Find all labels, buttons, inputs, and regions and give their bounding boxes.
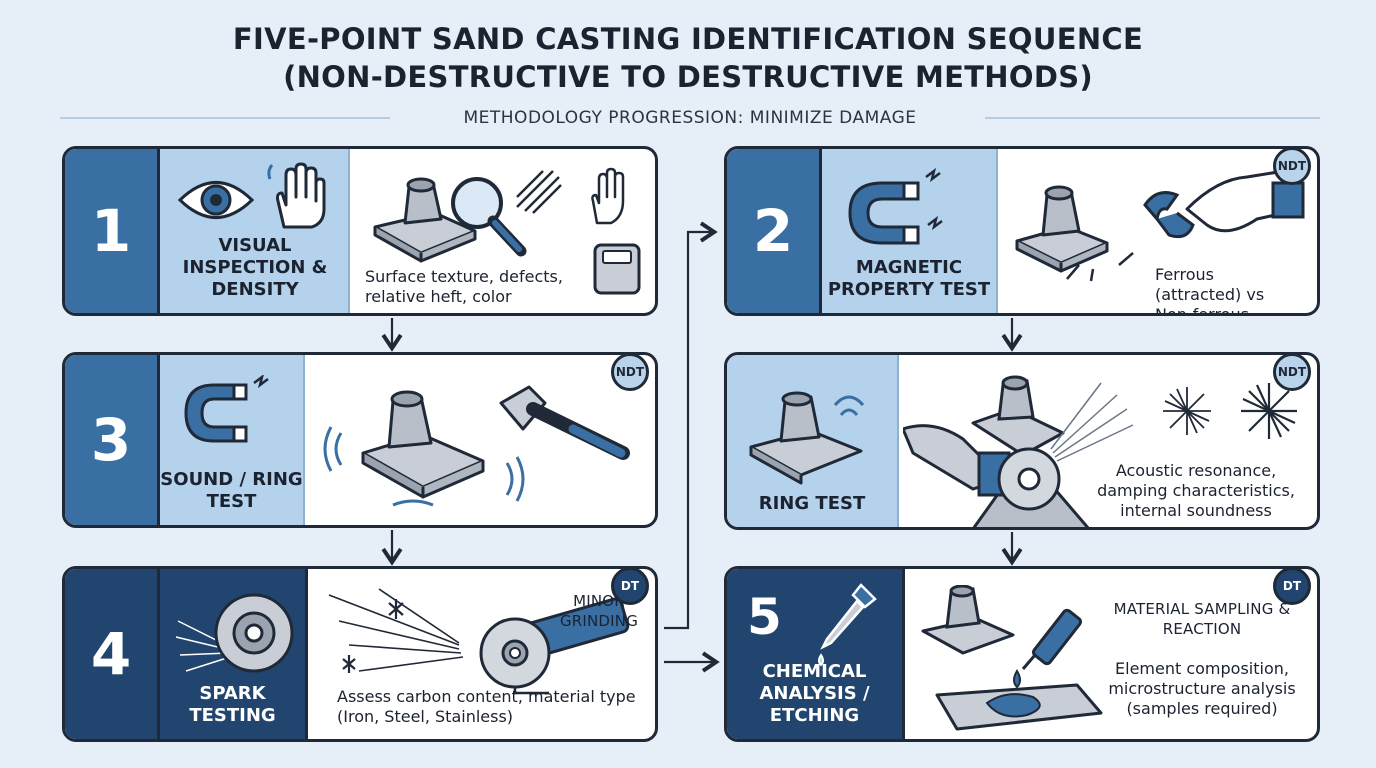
step-4-label-panel: SPARK TESTING [160, 569, 308, 739]
step-5-description: Element composition, microstructure anal… [1108, 659, 1296, 718]
dropper-icon [818, 583, 877, 667]
step-2-number: 2 [727, 149, 822, 313]
hand-icon [267, 162, 326, 229]
ring-test-label-panel: RING TEST [727, 355, 899, 527]
step-4-card: 4 SPARK TESTING MINOR GRINDING Assess ca… [62, 566, 658, 742]
step-2-card: 2 MAGNETIC PROPERTY TEST Ferrous (attrac… [724, 146, 1320, 316]
eye-icon [177, 181, 255, 219]
step-3-number: 3 [65, 355, 160, 525]
step-2-label: MAGNETIC PROPERTY TEST [827, 257, 991, 300]
step-3-badge: NDT [611, 355, 649, 391]
ring-test-label: RING TEST [758, 493, 866, 514]
step-5-card: 5 CHEMICAL ANALYSIS / ETCHING MATERIAL S… [724, 566, 1320, 742]
ring-test-badge: NDT [1273, 355, 1311, 391]
step-3-label: SOUND / RING TEST [160, 469, 303, 512]
step-5-number: 5 [747, 588, 782, 646]
step-1-description: Surface texture, defects, relative heft,… [365, 267, 563, 306]
subtitle-rule-left [60, 117, 390, 119]
title-line-1: FIVE-POINT SAND CASTING IDENTIFICATION S… [232, 22, 1144, 56]
step-3-label-panel: SOUND / RING TEST [160, 355, 305, 525]
step-2-description: Ferrous (attracted) vs Non-ferrous [1155, 265, 1265, 316]
page-title: FIVE-POINT SAND CASTING IDENTIFICATION S… [0, 20, 1376, 96]
ring-test-description: Acoustic resonance, damping characterist… [1097, 461, 1295, 520]
casting-sound-icon [749, 391, 865, 485]
step-5-note: MATERIAL SAMPLING & REACTION [1113, 600, 1291, 638]
step-2-label-panel: MAGNETIC PROPERTY TEST [822, 149, 998, 313]
spark-burst-icon [1163, 383, 1297, 439]
step-4-note: MINOR GRINDING [559, 592, 639, 630]
step-1-label: VISUAL INSPECTION & DENSITY [182, 235, 328, 300]
step-4-label: SPARK TESTING [189, 683, 276, 726]
step-5-label: CHEMICAL ANALYSIS / ETCHING [759, 661, 870, 726]
horseshoe-magnet-icon [848, 167, 943, 245]
step-4-number: 4 [65, 569, 160, 739]
step-4-badge: DT [611, 569, 649, 605]
step-5-badge: DT [1273, 569, 1311, 605]
ring-test-card: RING TEST Acoustic resonance, damping ch… [724, 352, 1320, 530]
step-5-label-panel: 5 CHEMICAL ANALYSIS / ETCHING [727, 569, 905, 739]
step-1-label-panel: VISUAL INSPECTION & DENSITY [160, 149, 350, 313]
step-3-card: 3 SOUND / RING TEST NDT [62, 352, 658, 528]
casting-hammer-icon [323, 385, 630, 507]
subtitle-row: METHODOLOGY PROGRESSION: MINIMIZE DAMAGE [60, 106, 1320, 130]
casting-magnifier-icon [373, 177, 527, 263]
grinder-casting-icon [903, 375, 1134, 527]
step-2-badge: NDT [1273, 149, 1311, 185]
step-1-card: 1 VISUAL INSPECTION & DENSITY Surface te… [62, 146, 658, 316]
subtitle-rule-right [985, 117, 1320, 119]
title-line-2: (NON-DESTRUCTIVE TO DESTRUCTIVE METHODS) [283, 60, 1093, 94]
step-4-description: Assess carbon content, material type (Ir… [337, 687, 636, 726]
texture-hand-scale-icon [516, 167, 641, 295]
etching-sample-icon [921, 585, 1103, 731]
grinding-wheel-icon [175, 593, 294, 673]
subtitle: METHODOLOGY PROGRESSION: MINIMIZE DAMAGE [463, 108, 917, 128]
spark-grinder-icon [328, 588, 630, 695]
arrow-loop-up [664, 221, 718, 630]
magnet-icon [184, 375, 269, 443]
step-1-number: 1 [65, 149, 160, 313]
casting-magnet-test-icon [1015, 169, 1305, 282]
